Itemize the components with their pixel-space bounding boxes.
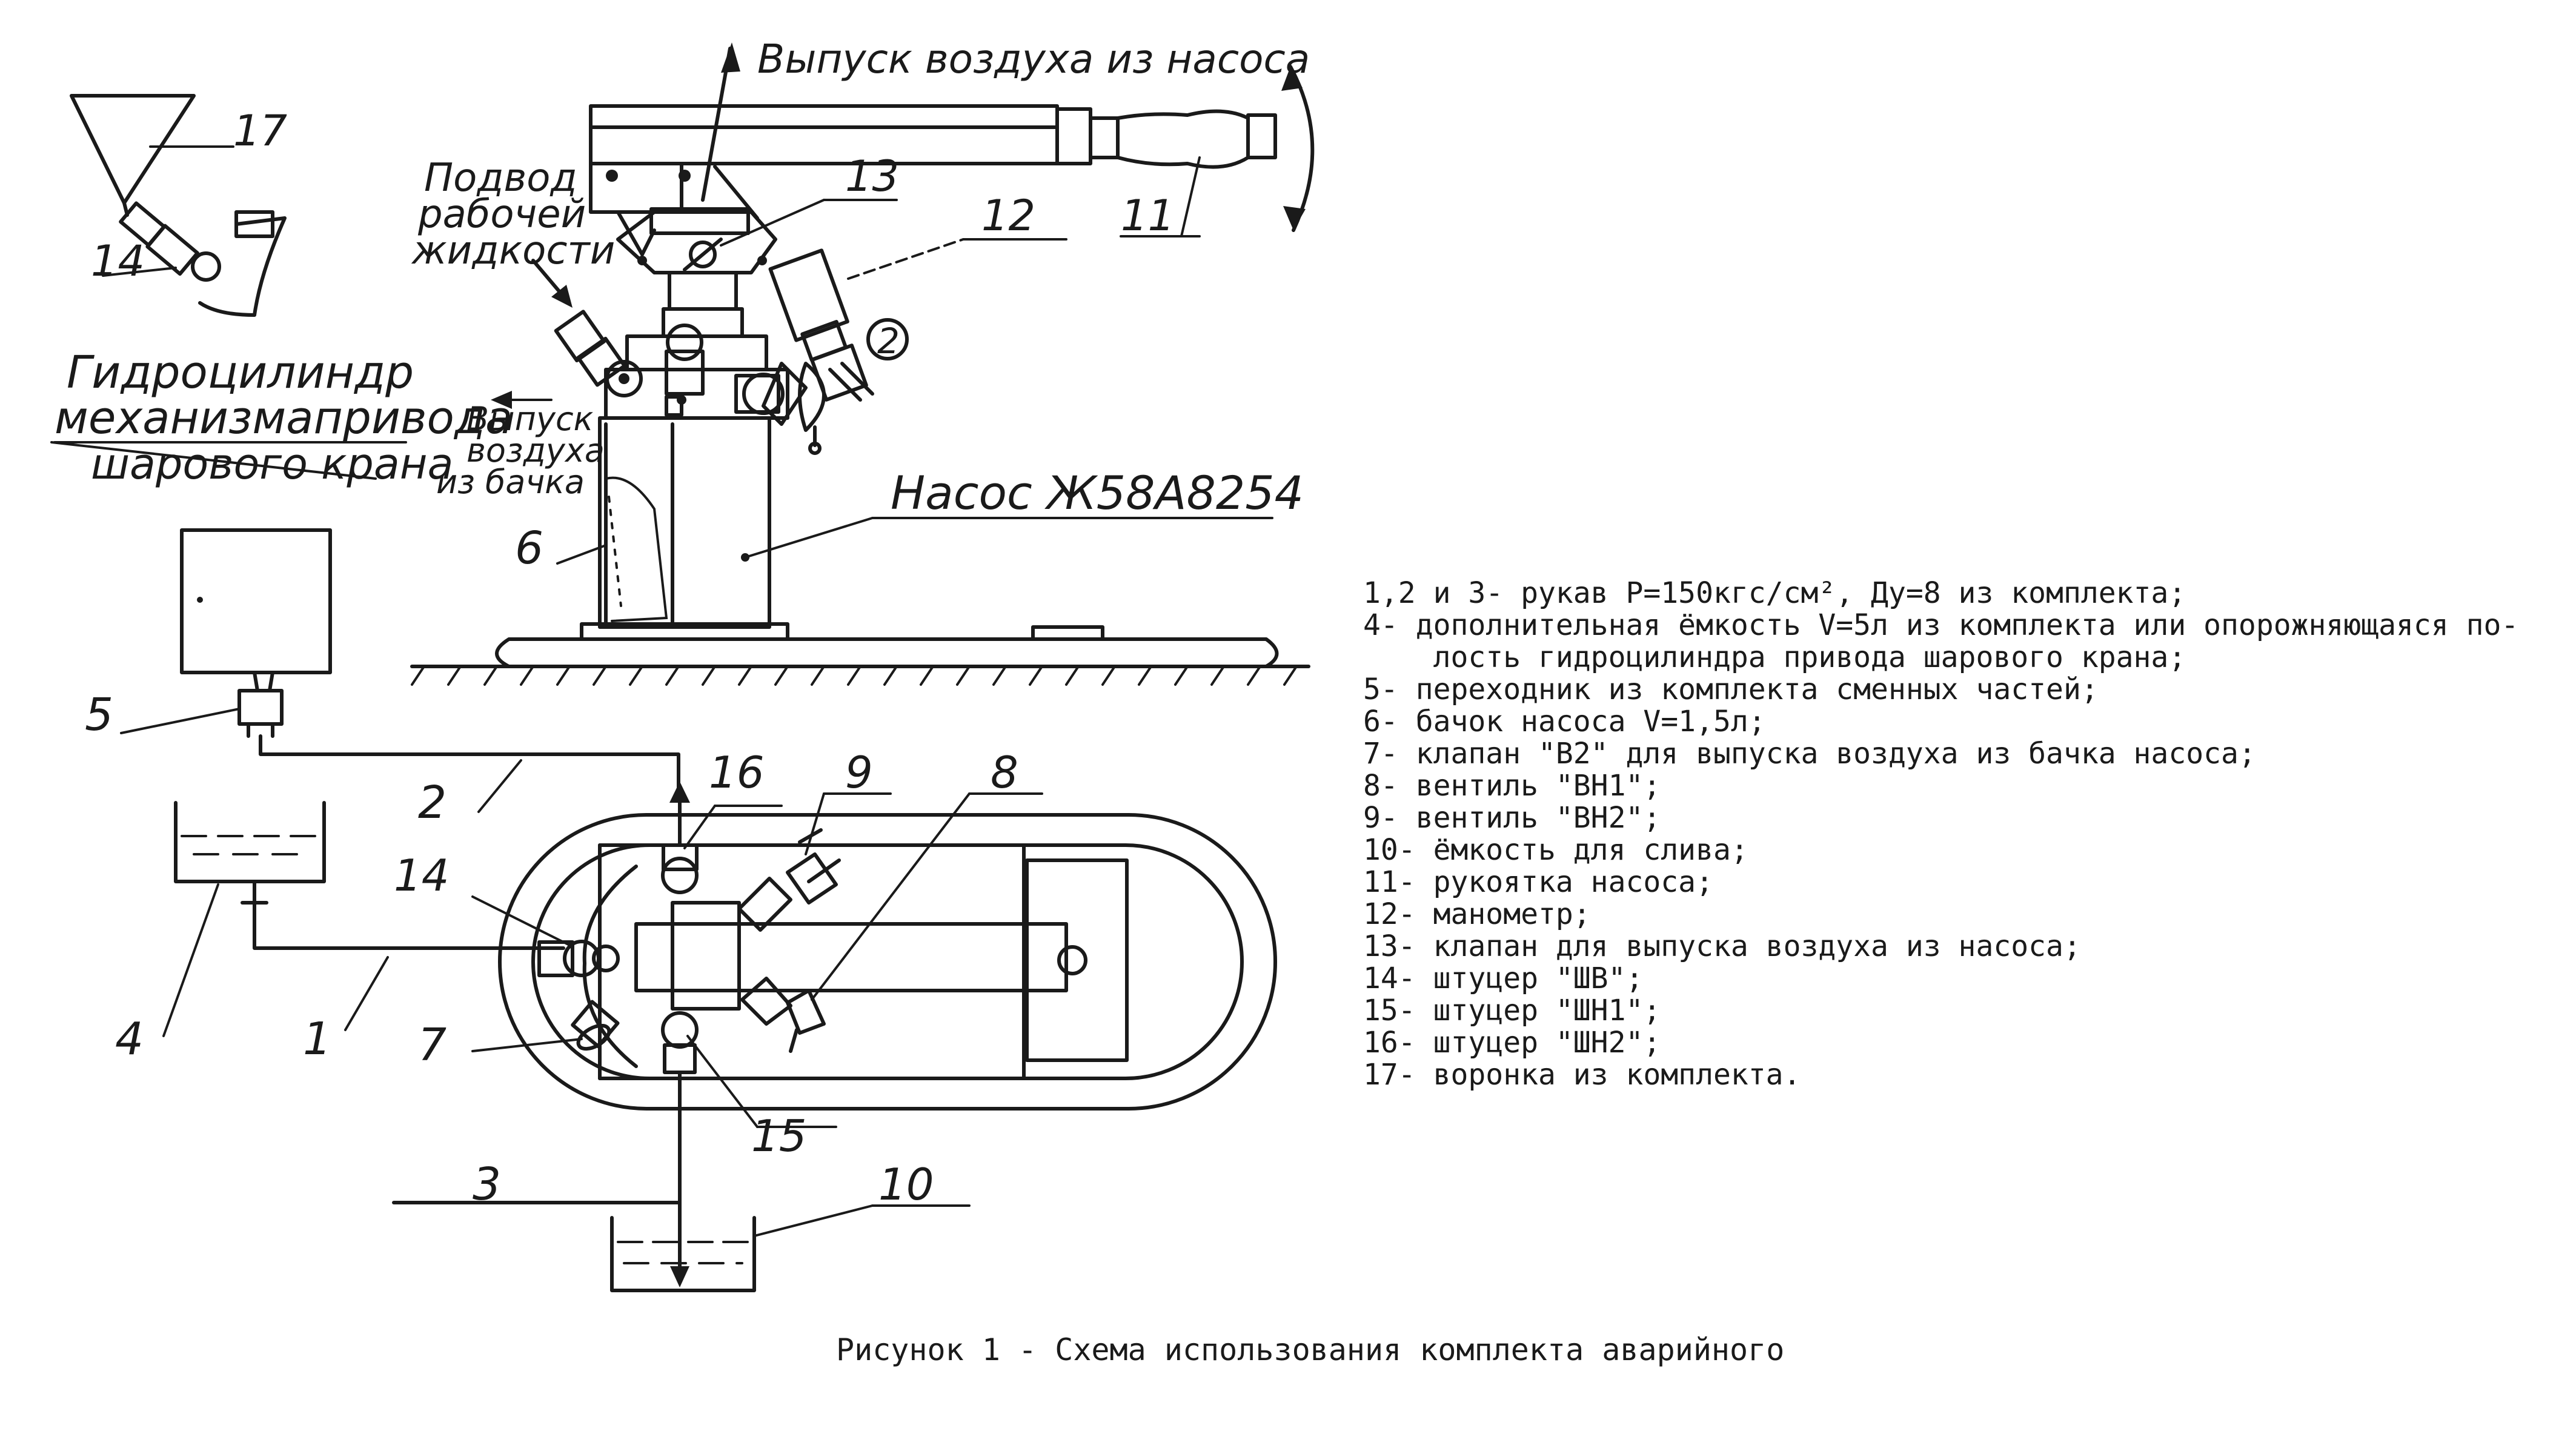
supply-label-line3: жидкости: [411, 228, 615, 273]
pump-head: [604, 324, 789, 420]
pump-left-fitting: [554, 310, 643, 397]
supply-label-line1: Подвод: [424, 156, 577, 201]
legend-item-10: 11- рукоятка насоса;: [1363, 865, 1713, 899]
legend-item-16: 17- воронка из комплекта.: [1363, 1058, 1801, 1092]
legend-item-8: 9- вентиль "ВН2";: [1363, 801, 1661, 835]
valve-7: [571, 1000, 620, 1051]
hydro-cylinder-box: [180, 528, 332, 692]
callout-9: 9: [845, 747, 873, 798]
funnel-17: [70, 94, 287, 317]
tank-air-label-line3: из бачка: [436, 463, 585, 501]
fitting-15: [661, 1011, 699, 1287]
tank-air-label-line1: Выпуск: [466, 400, 594, 438]
pump-name-label: Насос Ж58А8254: [891, 466, 1304, 520]
legend-item-14: 15- штуцер "ШН1";: [1363, 994, 1661, 1028]
callout-16: 16: [709, 747, 765, 798]
legend-item-6: 7- клапан "В2" для выпуска воздуха из ба…: [1363, 737, 2256, 771]
legend-item-9: 10- ёмкость для слива;: [1363, 833, 1748, 867]
callout-1: 1: [303, 1013, 331, 1065]
callout-17: 17: [233, 106, 287, 156]
callout-4: 4: [115, 1013, 144, 1065]
container-4: [174, 801, 326, 917]
pump-handle-assembly: [589, 65, 1315, 256]
pump-tank-6: [598, 416, 771, 629]
callout-13: 13: [845, 151, 899, 201]
callout-8: 8: [991, 747, 1018, 798]
legend-item-5: 6- бачок насоса V=1,5л;: [1363, 705, 1766, 739]
callout-12: 12: [981, 191, 1035, 241]
legend-item-4: 5- переходник из комплекта сменных часте…: [1363, 672, 2099, 706]
callout-2: 2: [418, 777, 446, 829]
legend-item-15: 16- штуцер "ШН2";: [1363, 1026, 1661, 1060]
cyl-label-line1: Гидроцилиндр: [67, 347, 414, 399]
valve-8: [740, 977, 826, 1053]
legend-item-11: 12- манометр;: [1363, 897, 1591, 931]
legend-item-2: 4- дополнительная ёмкость V=5л из компле…: [1363, 608, 2518, 642]
legend-item-13: 14- штуцер "ШВ";: [1363, 961, 1643, 995]
manometer-12: [768, 248, 874, 402]
pump-base: [410, 622, 1310, 686]
fitting-16: [661, 782, 699, 894]
valve-13: [616, 207, 777, 338]
callout-7: 7: [418, 1019, 446, 1071]
supply-label-line2: рабочей: [417, 192, 586, 237]
legend: 1,2 и 3- рукав Р=150кгс/см², Ду=8 из ком…: [1363, 576, 2518, 1092]
fitting-14: [537, 940, 620, 977]
callout-15: 15: [751, 1111, 807, 1161]
callout-5: 5: [85, 689, 113, 741]
drain-container-10: [610, 1216, 756, 1292]
cyl-label-line3: шарового крана: [91, 439, 453, 489]
tank-air-label-line2: воздуха: [466, 431, 605, 470]
cyl-label-line2: механизмапривода: [55, 392, 513, 444]
legend-item-1: 1,2 и 3- рукав Р=150кгс/см², Ду=8 из ком…: [1363, 576, 2186, 610]
legend-item-3: лость гидроцилиндра привода шарового кра…: [1363, 640, 2186, 674]
callout-3: 3: [473, 1158, 501, 1210]
pump-right-valve: [734, 362, 826, 455]
callout-6: 6: [515, 522, 543, 574]
callout-gauge-2: 2: [877, 320, 900, 362]
figure-caption: Рисунок 1 - Схема использования комплект…: [836, 1332, 1784, 1367]
legend-item-7: 8- вентиль "ВН1";: [1363, 769, 1661, 803]
pump-plan-view: [498, 813, 1277, 1111]
legend-item-12: 13- клапан для выпуска воздуха из насоса…: [1363, 929, 2081, 963]
callout-14: 14: [394, 850, 450, 901]
adapter-5: [237, 689, 284, 738]
callout-10: 10: [878, 1159, 934, 1210]
air-release-pump-label: Выпуск воздуха из насоса: [757, 36, 1310, 82]
callout-14-top: 14: [91, 236, 145, 286]
callout-11: 11: [1121, 191, 1175, 241]
